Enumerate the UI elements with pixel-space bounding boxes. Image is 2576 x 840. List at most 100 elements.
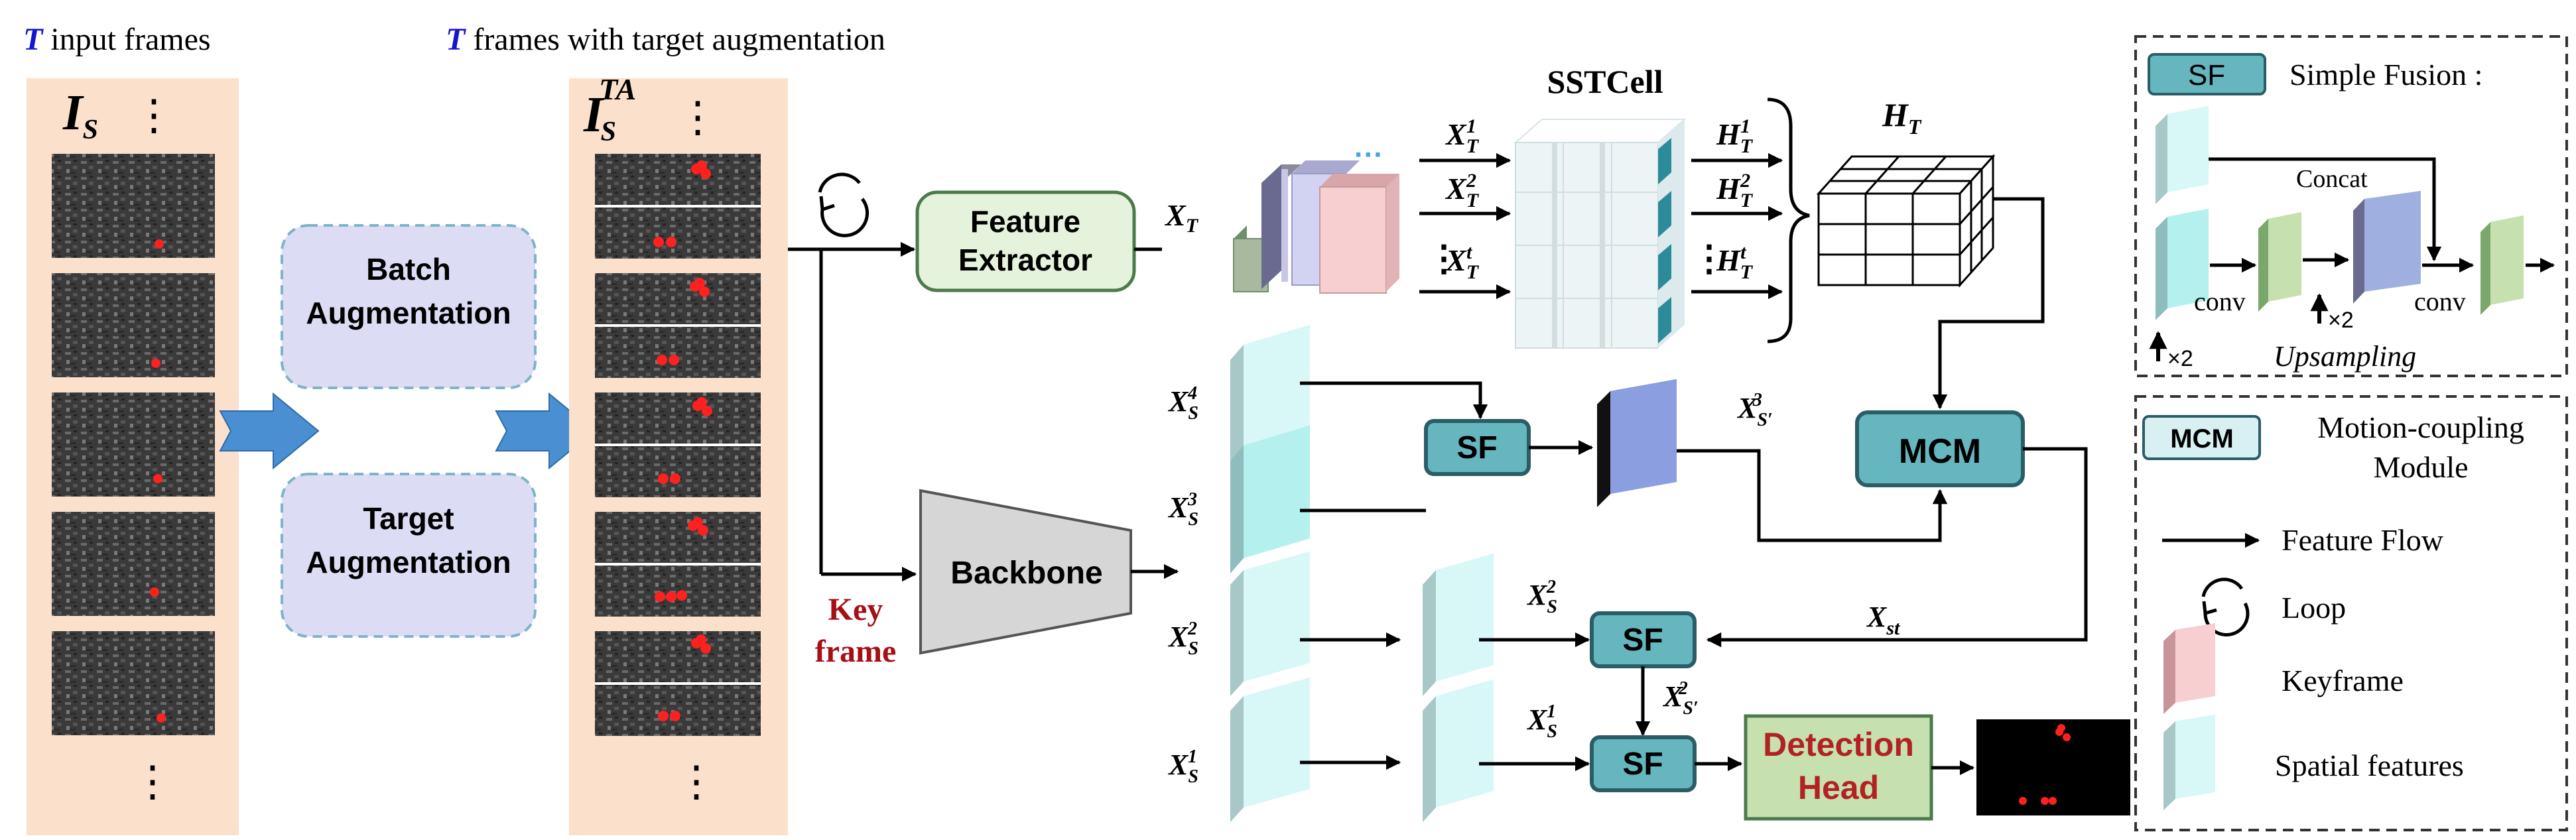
xs1-feature xyxy=(1230,678,1310,822)
legend-feature-flow: Feature Flow xyxy=(2282,523,2444,557)
svg-text:SF: SF xyxy=(1622,623,1663,658)
ta-frames-vdots-bottom: ⋮ xyxy=(675,758,718,805)
sf-legend-feature-top xyxy=(2156,106,2209,204)
legend-spatial-swatch xyxy=(2163,715,2215,810)
sf-legend-badge: SF xyxy=(2148,53,2266,95)
ta-frame-thumb xyxy=(595,154,761,259)
input-frame-thumb xyxy=(52,512,215,616)
legend-keyframe: Keyframe xyxy=(2282,664,2404,697)
xt1-label: XT1 xyxy=(1445,115,1480,157)
svg-text:Augmentation: Augmentation xyxy=(306,296,511,330)
xs1-copy-label: XS1 xyxy=(1526,701,1557,742)
feature-extractor-box: Feature Extractor xyxy=(915,190,1136,292)
sf-legend-concat-line xyxy=(2209,157,2442,262)
flow-xs3prime-to-mcm xyxy=(1677,449,1948,542)
xt2-label: XT2 xyxy=(1445,170,1480,211)
flow-mcm-out xyxy=(1706,447,2088,648)
xs2-feature-copy xyxy=(1423,554,1494,696)
svg-text:SF: SF xyxy=(1622,747,1663,782)
legend-loop: Loop xyxy=(2282,591,2346,625)
sf-box-bottom: SF xyxy=(1590,735,1697,792)
svg-text:Head: Head xyxy=(1798,769,1879,806)
ta-frames-vdots-top: ⋮ xyxy=(676,93,719,141)
ht2-label: HT2 xyxy=(1716,170,1754,211)
sf-box-middle: SF xyxy=(1590,611,1697,668)
svg-text:Detection: Detection xyxy=(1763,726,1914,763)
ht-cube xyxy=(1816,154,1996,288)
ta-frame-thumb xyxy=(595,273,761,378)
svg-text:SF: SF xyxy=(1456,430,1497,465)
sf-legend-conv-block-2 xyxy=(2480,215,2524,315)
blue-arrow-left xyxy=(219,392,320,470)
target-augmentation-box: Target Augmentation xyxy=(281,473,537,638)
ta-frames-symbol: ISTA xyxy=(583,72,636,147)
key-frame-label: Key xyxy=(828,592,883,627)
sf-legend-upsampled-feature xyxy=(2353,191,2421,304)
svg-text:Backbone: Backbone xyxy=(950,556,1102,591)
input-frame-thumb xyxy=(52,392,215,497)
input-frame-thumb xyxy=(52,154,215,258)
ta-frame-thumb xyxy=(595,631,761,736)
mcm-box: MCM xyxy=(1855,410,2025,487)
xs2-label: XS2 xyxy=(1167,619,1198,659)
legend-loop-icon xyxy=(2201,577,2250,636)
svg-text:Target: Target xyxy=(363,501,454,536)
sf-legend-feature-bottom xyxy=(2156,209,2209,320)
mcm-legend-panel xyxy=(2134,395,2568,831)
sf-legend-conv-1: conv xyxy=(2194,286,2246,316)
xt-vdots: ⋮ xyxy=(1426,239,1462,278)
xs4-feature xyxy=(1230,325,1310,466)
ht-vdots: ⋮ xyxy=(1691,239,1727,278)
batch-augmentation-box: Batch Augmentation xyxy=(281,224,537,389)
ht-brace xyxy=(1767,97,1810,343)
mcm-legend-title-1: Motion-coupling xyxy=(2317,410,2524,444)
input-frames-vdots-top: ⋮ xyxy=(133,91,175,139)
sf-legend-x2-2: ×2 xyxy=(2328,308,2354,333)
ta-frames-label: T frames with target augmentation xyxy=(446,22,885,57)
sf-legend-conv-2: conv xyxy=(2414,286,2466,316)
input-frame-thumb xyxy=(52,273,215,377)
ht-cube-label: HT xyxy=(1882,96,1922,139)
ht1-label: HT1 xyxy=(1716,115,1754,157)
sf-legend-concat: Concat xyxy=(2296,165,2368,193)
sf-legend-title: Simple Fusion : xyxy=(2289,58,2482,91)
svg-text:SF: SF xyxy=(2188,59,2225,91)
sf-box-top: SF xyxy=(1424,419,1531,476)
svg-text:Feature: Feature xyxy=(970,204,1080,239)
backbone-box: Backbone xyxy=(919,489,1132,655)
mcm-legend-badge: MCM xyxy=(2142,415,2261,460)
input-frames-symbol: IS xyxy=(62,85,98,145)
ta-frame-thumb xyxy=(595,392,761,497)
flow-xs4-to-sf xyxy=(1300,381,1488,420)
sf-legend-panel xyxy=(2134,35,2568,377)
mcm-legend-title-2: Module xyxy=(2373,450,2468,484)
detection-output-image xyxy=(1976,719,2130,815)
xt-label: XT xyxy=(1164,198,1199,237)
loop-icon xyxy=(818,172,869,237)
xs3-label: XS3 xyxy=(1167,489,1198,530)
xs4-label: XS4 xyxy=(1167,383,1198,424)
svg-text:Extractor: Extractor xyxy=(958,243,1092,277)
xs1-feature-copy xyxy=(1423,680,1494,822)
htt-label: HTt xyxy=(1716,241,1754,283)
input-frame-thumb xyxy=(52,631,215,735)
input-frames-label: T input frames xyxy=(23,22,211,57)
xst-label: Xst xyxy=(1866,601,1901,639)
xs2-feature xyxy=(1230,552,1310,696)
xs3prime-feature xyxy=(1597,379,1677,507)
sstcell-block xyxy=(1513,119,1687,349)
legend-keyframe-swatch xyxy=(2163,623,2215,714)
key-frame-label-2: frame xyxy=(815,634,897,669)
xtt-label: XTt xyxy=(1445,241,1480,283)
xs3-feature xyxy=(1230,426,1310,573)
xs2prime-label: XS′2 xyxy=(1662,678,1699,719)
xs3prime-label: XS′3 xyxy=(1736,390,1773,430)
temporal-feature-stack xyxy=(1233,160,1399,294)
sf-legend-x2-1: ×2 xyxy=(2167,346,2193,371)
xs1-label: XS1 xyxy=(1167,747,1198,787)
sstcell-label: SSTCell xyxy=(1547,63,1663,100)
detection-head-box: Detection Head xyxy=(1744,714,1933,821)
svg-text:MCM: MCM xyxy=(1899,432,1981,471)
svg-text:MCM: MCM xyxy=(2170,424,2234,453)
sf-legend-upsampling: Upsampling xyxy=(2274,340,2416,373)
